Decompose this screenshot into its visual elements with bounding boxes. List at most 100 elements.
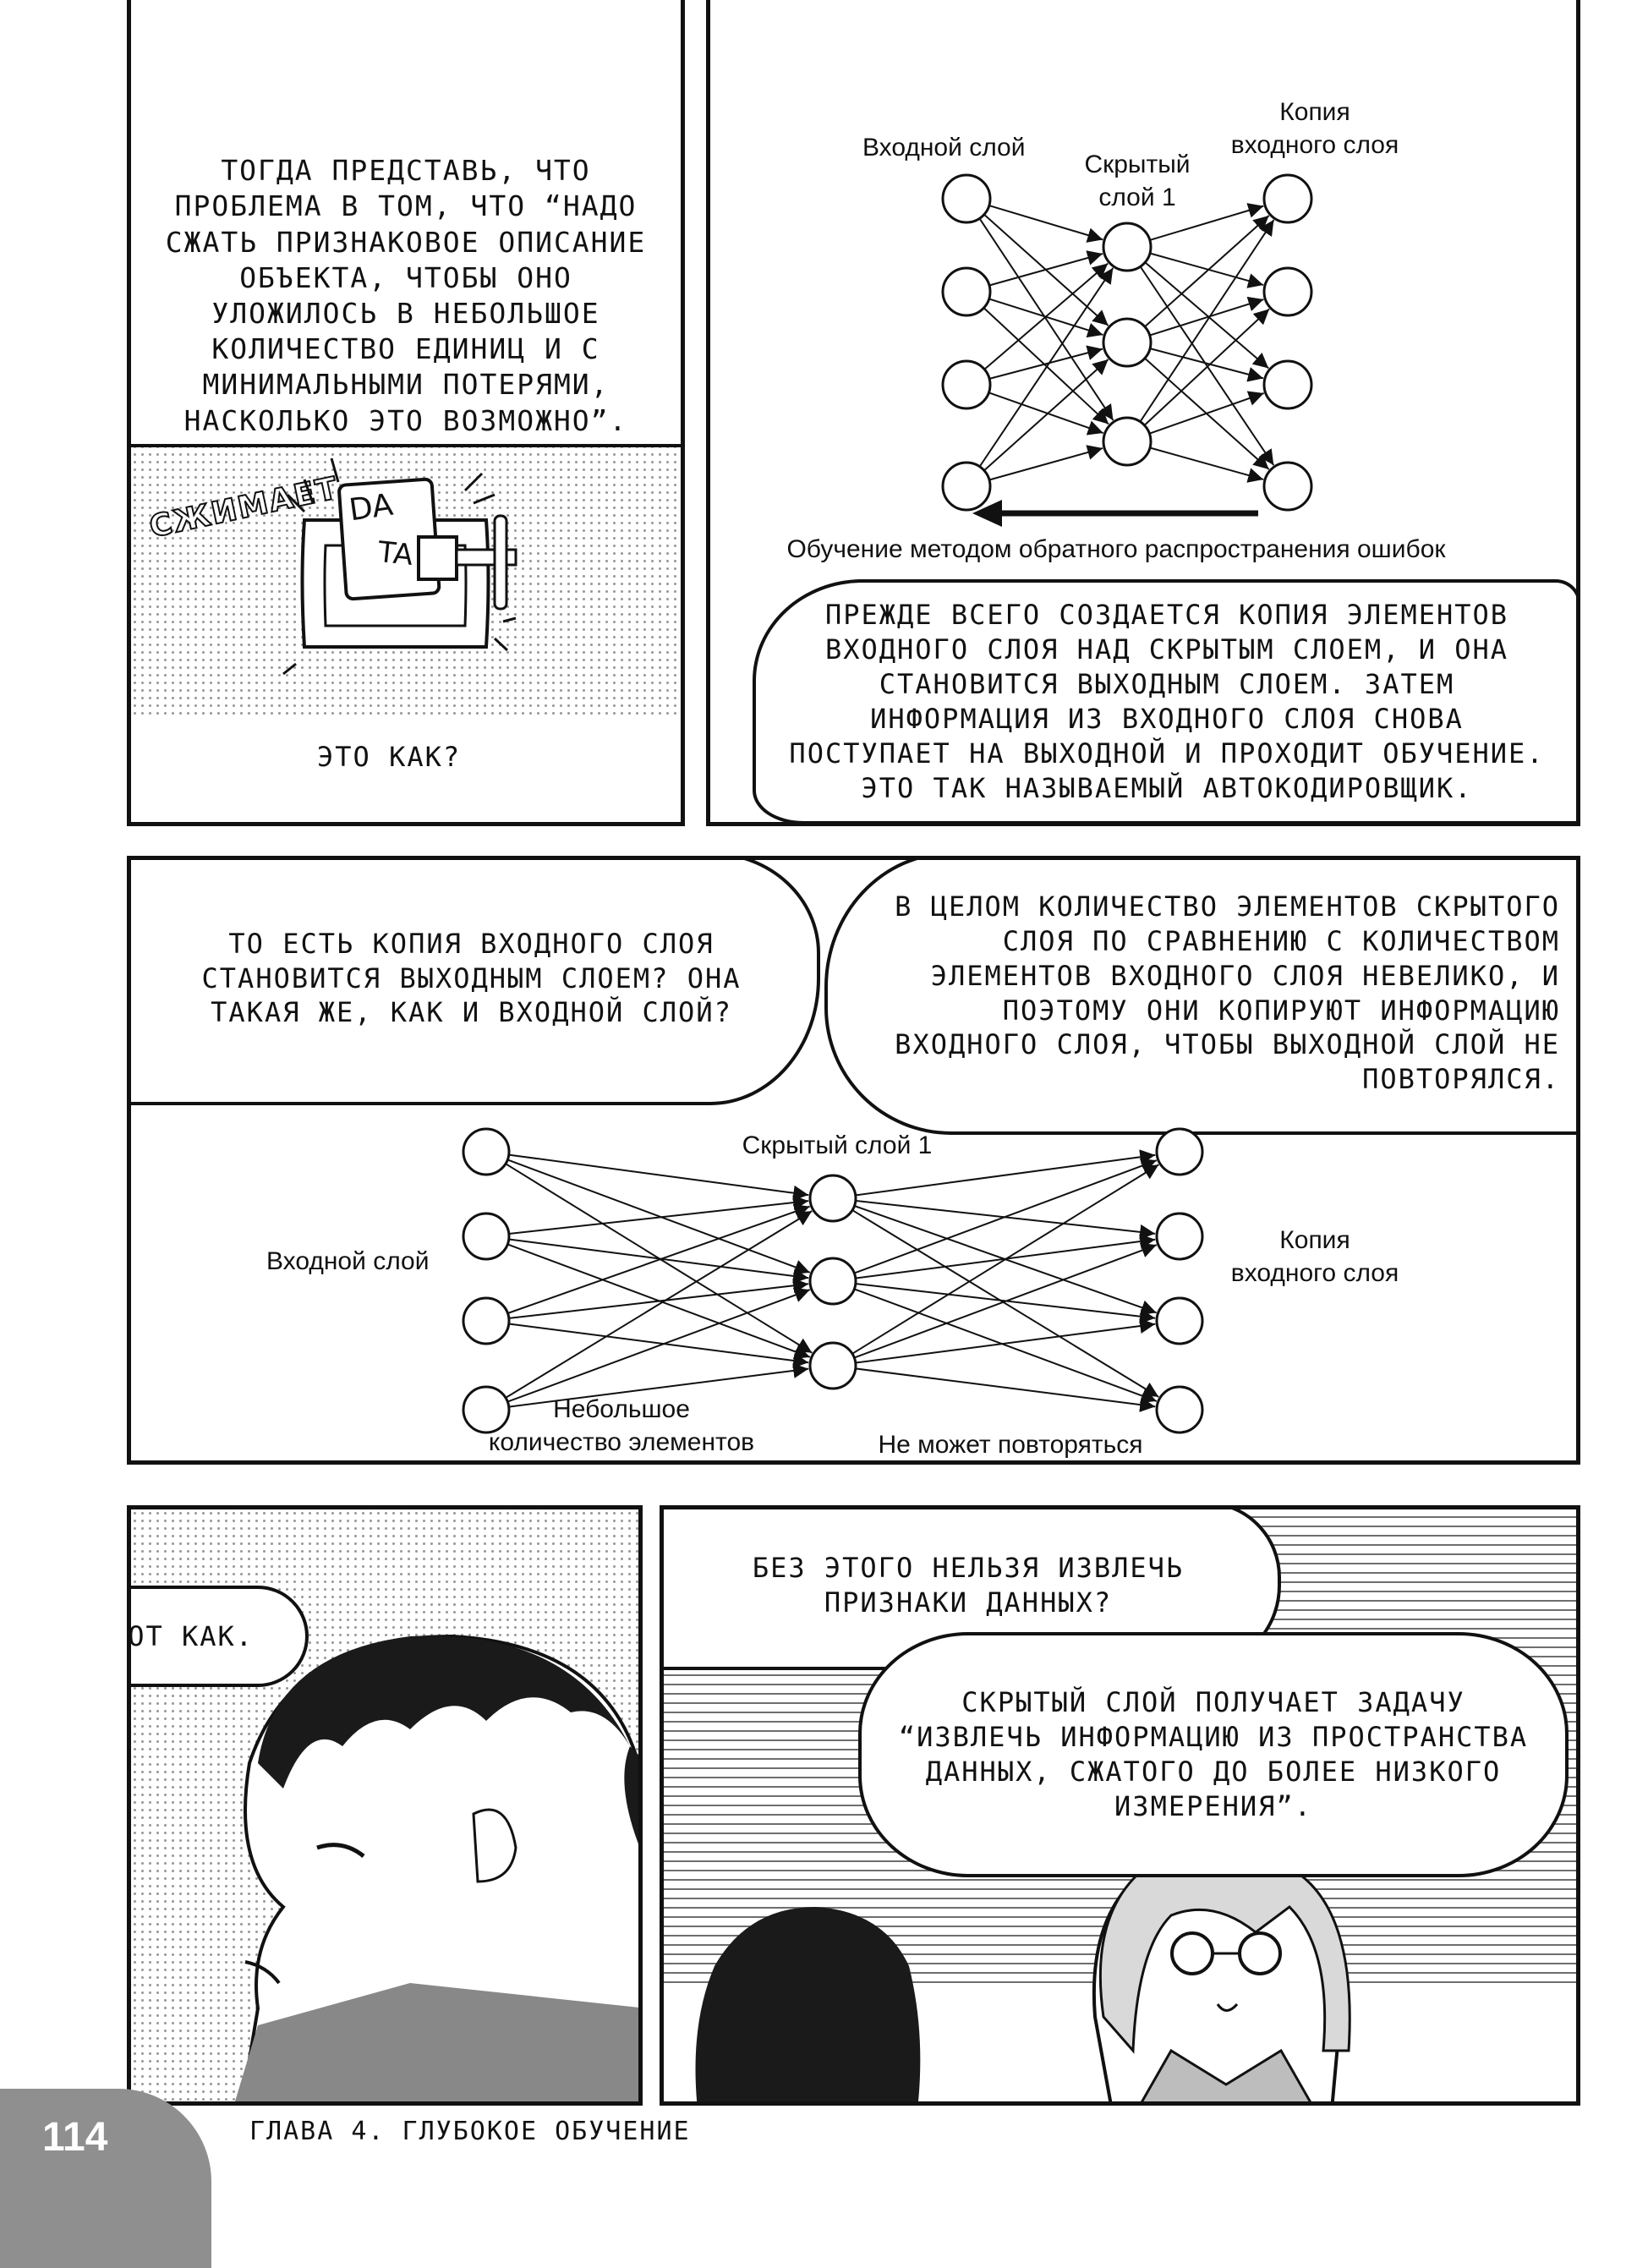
box-label-top: DA <box>347 487 396 529</box>
network-node <box>462 1212 511 1261</box>
autoencoder-network-detail <box>462 1127 1204 1434</box>
network-edge <box>508 1153 809 1201</box>
network-node <box>1102 416 1153 467</box>
clamp-illustration <box>282 457 517 676</box>
network-edge <box>508 1195 809 1235</box>
network-node <box>1102 222 1153 272</box>
answer-text: В целом количество элементов скрытого сл… <box>895 890 1560 1096</box>
network-edge <box>1144 215 1270 328</box>
network-edge <box>853 1288 1158 1404</box>
answer-text: Скрытый слой получает задачу “извлечь ин… <box>898 1686 1529 1822</box>
network-edge <box>1149 203 1264 241</box>
network-node <box>808 1257 857 1306</box>
network-edge <box>988 345 1103 380</box>
label-input-layer: Входной слой <box>862 134 1026 162</box>
network-edge <box>1149 391 1265 435</box>
network-node <box>1262 461 1313 512</box>
network-edge <box>505 1210 813 1399</box>
question-bubble: То есть копия входного слоя становится в… <box>131 860 820 1105</box>
label-input-layer: Входной слой <box>266 1247 430 1275</box>
network-node <box>1155 1385 1204 1434</box>
autoencoder-network <box>941 173 1313 527</box>
network-edge <box>988 250 1103 287</box>
page-number-tab <box>0 2089 211 2268</box>
network-edge <box>978 267 1114 468</box>
backprop-arrowhead <box>972 500 1002 527</box>
network-edge <box>1149 446 1264 483</box>
network-edge <box>983 262 1109 370</box>
network-edge <box>855 1318 1156 1364</box>
network-node <box>1155 1212 1204 1261</box>
network-node <box>1262 173 1313 224</box>
box-label-bottom: TA <box>376 534 415 573</box>
network-nodes <box>941 173 1313 512</box>
chapter-title: ГЛАВА 4. ГЛУБОКОЕ ОБУЧЕНИЕ <box>249 2117 691 2146</box>
network-edges <box>978 203 1275 483</box>
network-edge <box>508 1323 809 1368</box>
panel-autoencoder-diagram: Входной слой Скрытый слой 1 Копия входно… <box>706 0 1580 826</box>
network-edge <box>508 1238 809 1284</box>
network-edge <box>851 1209 1159 1398</box>
narration-box: Тогда представь, что проблема в том, что… <box>131 148 681 447</box>
network-node <box>1102 317 1153 368</box>
network-edge <box>978 217 1114 421</box>
network-edge <box>983 359 1109 472</box>
question-text: Без этого нельзя извлечь признаки данных… <box>752 1552 1185 1619</box>
network-edge <box>1143 308 1270 426</box>
network-edge <box>1144 261 1269 370</box>
label-few-units: Небольшое количество элементов <box>488 1395 755 1456</box>
network-edge <box>988 205 1103 243</box>
network-node <box>808 1174 857 1223</box>
network-edge <box>853 1243 1158 1359</box>
network-edge <box>1139 219 1275 423</box>
network-nodes <box>462 1127 1204 1434</box>
network-node <box>1262 359 1313 410</box>
network-edge <box>506 1159 811 1274</box>
label-copy-layer: Копия входного слоя <box>1230 98 1399 159</box>
network-edge <box>1149 252 1264 288</box>
panel-boy-reaction: Вот как. <box>127 1505 643 2106</box>
speech-text: Вот как. <box>128 1619 255 1652</box>
explanation-text: Прежде всего создается копия элементов в… <box>789 599 1545 804</box>
network-node <box>462 1296 511 1345</box>
network-edges <box>505 1149 1159 1413</box>
network-node <box>941 461 992 512</box>
answer-bubble: В целом количество элементов скрытого сл… <box>824 860 1576 1135</box>
narration-text: Тогда представь, что проблема в том, что… <box>165 154 647 437</box>
network-edge <box>988 445 1103 481</box>
network-node <box>1262 266 1313 317</box>
network-node <box>462 1385 511 1434</box>
network-edge <box>855 1367 1156 1413</box>
network-node <box>941 173 992 224</box>
question-text: Это как? <box>317 741 462 773</box>
network-node <box>462 1127 511 1176</box>
answer-bubble: Скрытый слой получает задачу “извлечь ин… <box>858 1632 1569 1877</box>
label-copy-layer: Копия входного слоя <box>1230 1226 1399 1287</box>
network-edge <box>507 1204 810 1314</box>
panel-autoencoder-detail: То есть копия входного слоя становится в… <box>127 856 1580 1465</box>
network-node <box>941 359 992 410</box>
network-edge <box>988 392 1104 436</box>
network-node <box>1155 1296 1204 1345</box>
label-hidden-layer: Скрытый слой 1 <box>1084 151 1191 211</box>
panel-girl-explains: Без этого нельзя извлечь признаки данных… <box>660 1505 1580 2106</box>
network-node <box>1155 1127 1204 1176</box>
network-edge <box>508 1362 809 1408</box>
network-node <box>941 266 992 317</box>
page-number: 114 <box>42 2115 108 2160</box>
network-edge <box>506 1287 811 1403</box>
network-node <box>808 1341 857 1390</box>
speech-bubble: Вот как. <box>128 1586 309 1687</box>
network-edge <box>1149 348 1264 382</box>
network-edge <box>1149 296 1264 337</box>
boy-profile-illustration <box>235 1634 638 2101</box>
network-edge <box>508 1278 809 1319</box>
label-hidden-layer: Скрытый слой 1 <box>742 1131 933 1159</box>
label-backprop: Обучение методом обратного распространен… <box>786 535 1446 563</box>
label-cannot-repeat: Не может повторяться <box>878 1431 1143 1459</box>
question-text: То есть копия входного слоя становится в… <box>201 927 742 1029</box>
panel-compression: Тогда представь, что проблема в том, что… <box>127 0 685 826</box>
explanation-bubble: Прежде всего создается копия элементов в… <box>753 579 1576 822</box>
network-edge <box>851 1164 1159 1355</box>
network-edge <box>855 1149 1156 1197</box>
